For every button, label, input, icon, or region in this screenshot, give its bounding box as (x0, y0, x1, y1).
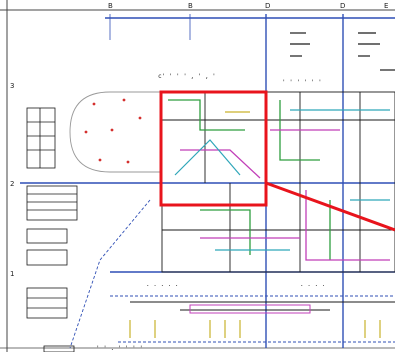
grid-label-row-2: 2 (10, 180, 14, 188)
annotation-bottom: ' ' . ' ' ' ' (96, 345, 143, 352)
callout-leader-line (265, 181, 395, 232)
grid-label-col-3: D (265, 2, 270, 10)
annotation-corridor-left: . . . . . (146, 281, 179, 288)
grid-label-col-2: B (188, 2, 193, 10)
dashed-boundary (69, 199, 395, 349)
top-right-notes (290, 32, 395, 71)
grid-label-col-1: B (108, 2, 113, 10)
oval-room (69, 91, 162, 173)
highlight-box (159, 90, 268, 207)
legend-tables (26, 107, 78, 352)
mep-cyan-lines (174, 109, 390, 251)
grid-label-col-5: E (384, 2, 388, 10)
structural-grid-lines (20, 14, 395, 348)
annotation-corridor-right: . . . . (300, 281, 325, 288)
grid-label-row-1: 3 (10, 82, 14, 90)
mep-magenta-lines (180, 129, 390, 261)
annotation-top-row: c' ' ' ' , ' , ' (158, 73, 216, 80)
mep-yellow-lines (129, 111, 381, 338)
grid-label-row-3: 1 (10, 270, 14, 278)
annotation-right-row: ' ' ' ' ' ' (282, 79, 322, 86)
bottom-corridor (130, 301, 395, 314)
grid-label-col-4: D (340, 2, 345, 10)
building-walls (161, 91, 395, 273)
mep-green-lines (168, 99, 331, 260)
row-grid-labels: 3 2 1 (10, 82, 14, 278)
column-grid-labels: B B D D E (108, 2, 388, 10)
